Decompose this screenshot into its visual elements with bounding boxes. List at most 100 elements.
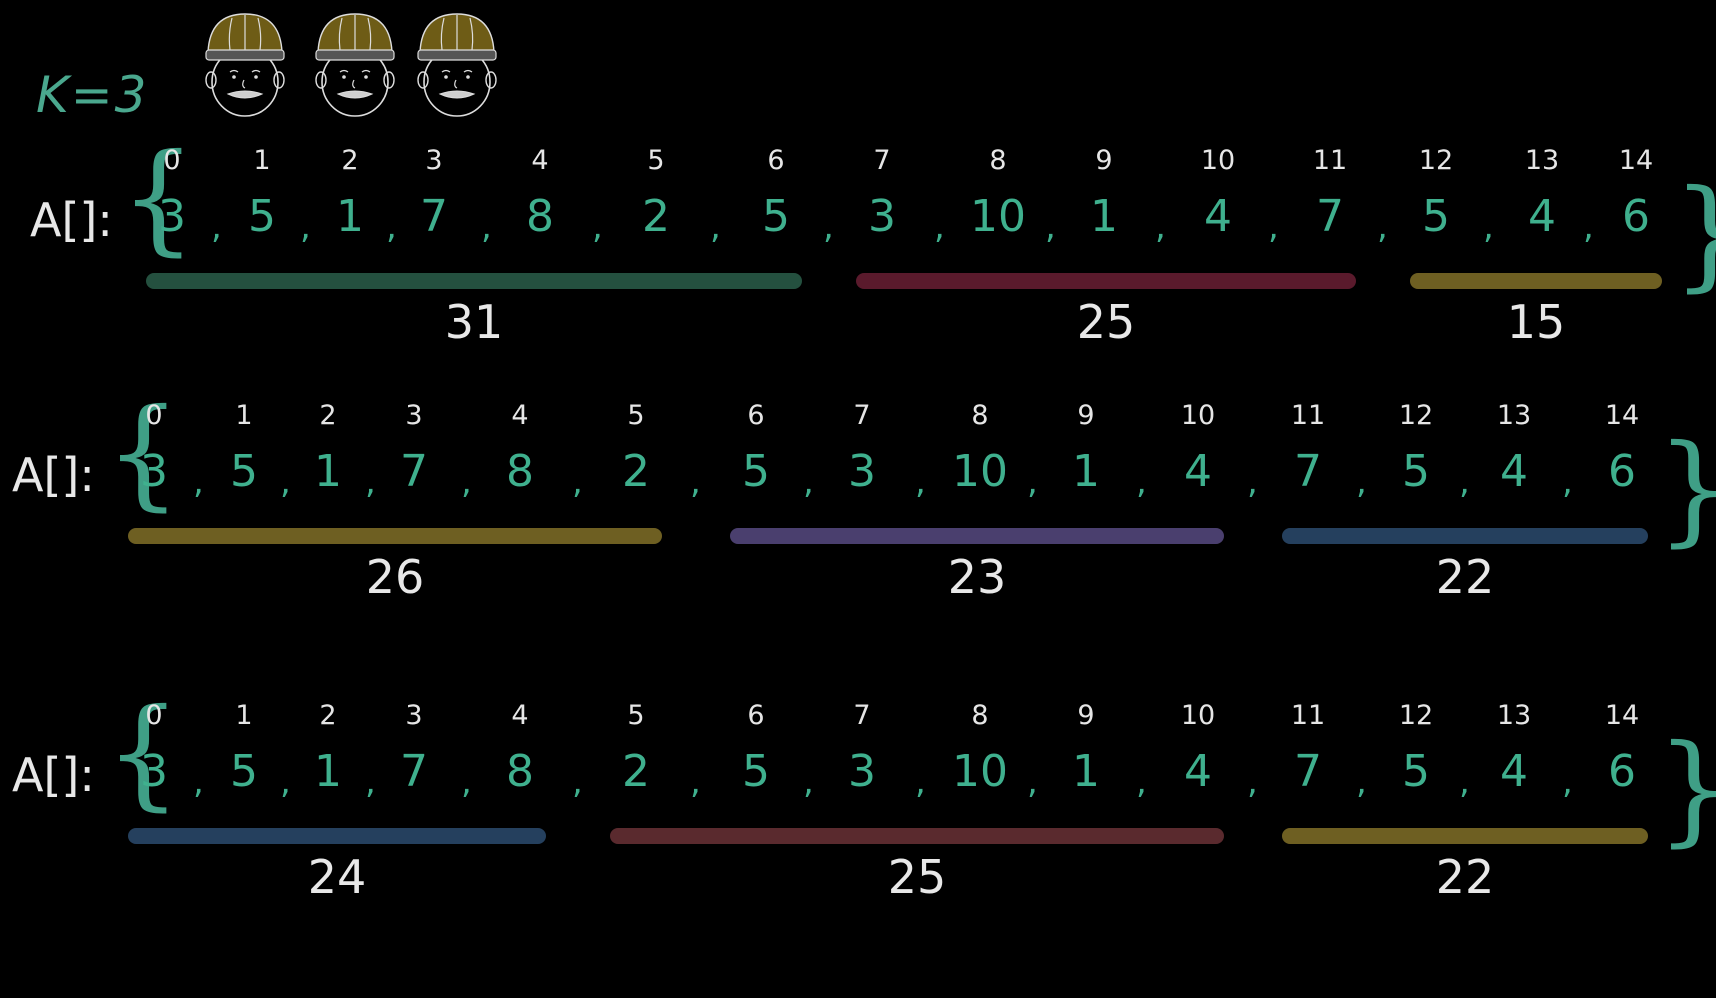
array-value: 5 (248, 191, 276, 242)
index-label: 2 (319, 700, 337, 731)
open-brace: { (105, 384, 182, 523)
partition-bar (856, 273, 1356, 289)
array-value: 4 (1204, 191, 1232, 242)
array-value: 1 (336, 191, 364, 242)
index-label: 3 (405, 400, 423, 431)
comma-separator: , (710, 207, 721, 247)
comma-separator: , (1377, 207, 1388, 247)
partition-bar (146, 273, 802, 289)
comma-separator: , (1045, 207, 1056, 247)
comma-separator: , (481, 207, 492, 247)
array-value: 8 (506, 446, 534, 497)
index-label: 1 (253, 145, 271, 176)
array-value: 5 (1422, 191, 1450, 242)
index-label: 7 (853, 700, 871, 731)
array-row-2: A[]:{}012345678910111213143,5,1,7,8,2,5,… (0, 394, 1716, 640)
array-value: 7 (1294, 746, 1322, 797)
array-value: 3 (848, 746, 876, 797)
index-label: 5 (627, 700, 645, 731)
index-label: 4 (511, 400, 529, 431)
partition-sum: 31 (444, 295, 504, 349)
index-label: 13 (1496, 700, 1532, 731)
comma-separator: , (592, 207, 603, 247)
array-value: 5 (762, 191, 790, 242)
array-value: 1 (1090, 191, 1118, 242)
index-label: 7 (873, 145, 891, 176)
index-label: 7 (853, 400, 871, 431)
partition-sum: 26 (365, 550, 425, 604)
partition-bar (128, 828, 546, 844)
array-value: 4 (1528, 191, 1556, 242)
array-value: 10 (952, 446, 1008, 497)
array-value: 5 (742, 446, 770, 497)
partition-sum: 24 (307, 850, 367, 904)
index-label: 3 (405, 700, 423, 731)
comma-separator: , (280, 462, 291, 502)
array-value: 1 (1072, 746, 1100, 797)
array-value: 1 (314, 746, 342, 797)
comma-separator: , (386, 207, 397, 247)
partition-bar (128, 528, 662, 544)
array-value: 7 (1294, 446, 1322, 497)
comma-separator: , (1459, 762, 1470, 802)
index-label: 13 (1496, 400, 1532, 431)
array-value: 4 (1500, 746, 1528, 797)
index-label: 0 (163, 145, 181, 176)
open-brace: { (120, 129, 197, 268)
index-label: 11 (1290, 700, 1326, 731)
array-value: 2 (622, 746, 650, 797)
index-label: 12 (1398, 700, 1434, 731)
comma-separator: , (690, 762, 701, 802)
array-value: 8 (526, 191, 554, 242)
k-label: K=3 (36, 66, 149, 124)
worker-helmet-icon (414, 10, 500, 120)
index-label: 9 (1077, 400, 1095, 431)
comma-separator: , (1356, 762, 1367, 802)
index-label: 4 (531, 145, 549, 176)
index-label: 2 (319, 400, 337, 431)
array-value: 3 (848, 446, 876, 497)
comma-separator: , (572, 762, 583, 802)
index-label: 10 (1180, 400, 1216, 431)
array-value: 2 (642, 191, 670, 242)
index-label: 8 (989, 145, 1007, 176)
array-value: 5 (230, 446, 258, 497)
index-label: 13 (1524, 145, 1560, 176)
comma-separator: , (1155, 207, 1166, 247)
index-label: 5 (647, 145, 665, 176)
comma-separator: , (461, 462, 472, 502)
array-row-1: A[]:{}012345678910111213143,5,1,7,8,2,5,… (0, 139, 1716, 385)
comma-separator: , (1027, 462, 1038, 502)
comma-separator: , (690, 462, 701, 502)
index-label: 1 (235, 700, 253, 731)
partition-sum: 25 (1076, 295, 1136, 349)
comma-separator: , (1583, 207, 1594, 247)
array-label: A[]: (30, 193, 113, 247)
array-value: 7 (400, 746, 428, 797)
index-label: 8 (971, 700, 989, 731)
array-value: 4 (1184, 446, 1212, 497)
comma-separator: , (193, 462, 204, 502)
array-label: A[]: (12, 748, 95, 802)
comma-separator: , (1247, 762, 1258, 802)
comma-separator: , (461, 762, 472, 802)
comma-separator: , (1562, 462, 1573, 502)
comma-separator: , (365, 762, 376, 802)
array-value: 10 (970, 191, 1026, 242)
close-brace: } (1672, 175, 1716, 295)
array-value: 10 (952, 746, 1008, 797)
partition-bar (610, 828, 1224, 844)
close-brace: } (1656, 730, 1716, 850)
comma-separator: , (1483, 207, 1494, 247)
worker-helmet-icon (202, 10, 288, 120)
array-value: 6 (1608, 446, 1636, 497)
comma-separator: , (300, 207, 311, 247)
array-value: 7 (420, 191, 448, 242)
comma-separator: , (572, 462, 583, 502)
array-value: 1 (1072, 446, 1100, 497)
index-label: 6 (747, 400, 765, 431)
partition-sum: 22 (1435, 850, 1495, 904)
comma-separator: , (211, 207, 222, 247)
array-value: 5 (230, 746, 258, 797)
worker-helmet-icon (312, 10, 398, 120)
